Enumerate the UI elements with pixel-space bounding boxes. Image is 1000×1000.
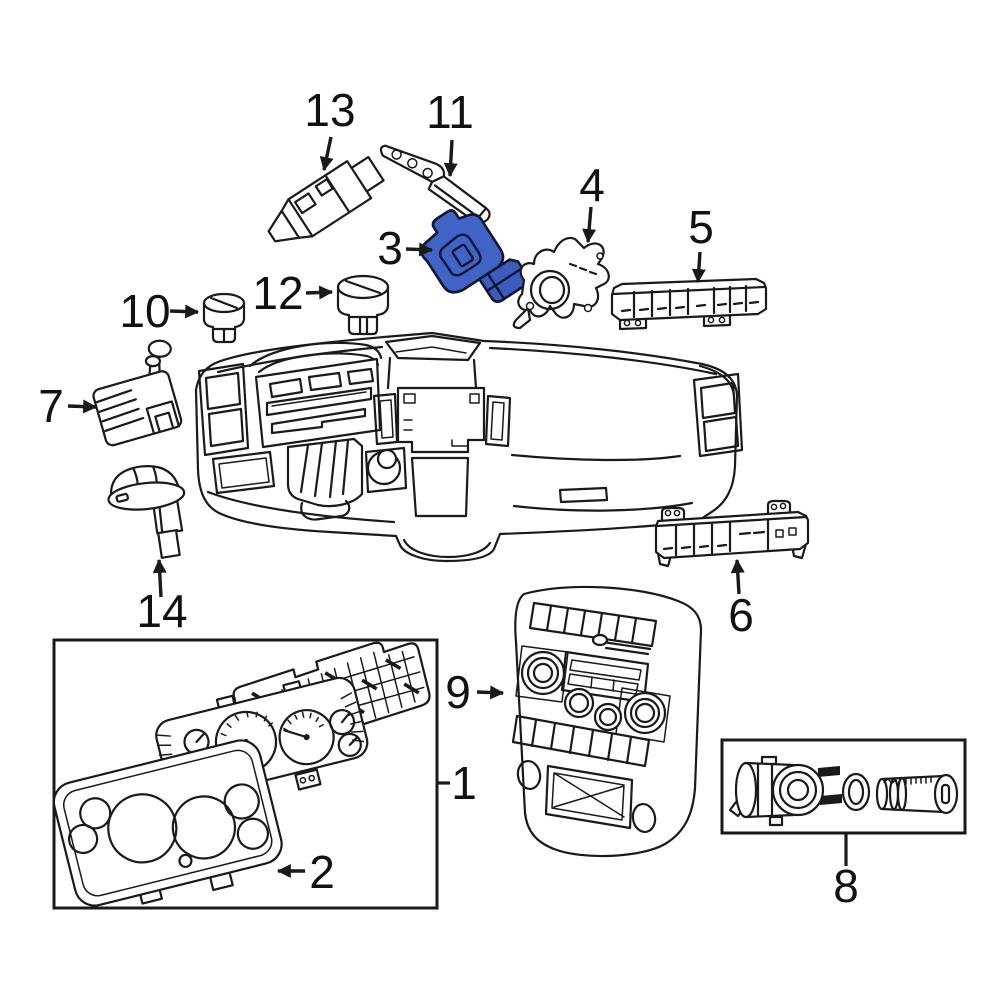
part-5-switch-rail[interactable] (610, 277, 768, 331)
callout-2-label[interactable]: 2 (309, 846, 335, 898)
ignition-o-ring[interactable] (841, 772, 871, 812)
callout-14[interactable]: 14 (136, 558, 188, 637)
callout-3[interactable]: 3 (377, 222, 434, 274)
callout-5-label[interactable]: 5 (688, 201, 714, 253)
callout-3-label[interactable]: 3 (377, 222, 403, 274)
cluster-lens-bezel[interactable] (50, 736, 289, 922)
callout-12-arrow (305, 285, 334, 300)
callout-13-label[interactable]: 13 (304, 84, 355, 136)
part-11-bracket[interactable] (370, 139, 500, 227)
callout-13[interactable]: 13 (304, 84, 356, 172)
callout-11-arrow (443, 139, 458, 178)
callout-8[interactable]: 8 (833, 834, 859, 912)
callout-10-arrow (169, 304, 200, 319)
callout-12[interactable]: 12 (252, 267, 334, 319)
group-box-1 (52, 638, 439, 910)
part-12-knob[interactable] (336, 274, 390, 336)
callout-10[interactable]: 10 (119, 285, 200, 337)
callout-5-arrow (691, 251, 706, 284)
callout-11[interactable]: 11 (426, 86, 474, 178)
ignition-lock-cylinder[interactable] (875, 773, 959, 815)
callout-1-label[interactable]: 1 (451, 757, 477, 809)
group-box-8 (720, 738, 967, 835)
callout-2[interactable]: 2 (276, 846, 335, 898)
callout-13-arrow (319, 136, 334, 172)
callout-10-label[interactable]: 10 (119, 285, 170, 337)
callout-9[interactable]: 9 (445, 666, 505, 718)
callout-8-label[interactable]: 8 (833, 860, 859, 912)
part-14-sensor[interactable] (105, 462, 190, 562)
callout-6-label[interactable]: 6 (728, 589, 754, 641)
callout-11-label[interactable]: 11 (426, 86, 474, 138)
part-13-switch[interactable] (260, 150, 388, 254)
part-3-sensor-highlighted[interactable] (410, 194, 531, 323)
callout-7-arrow (67, 399, 98, 414)
callout-14-arrow (152, 558, 167, 598)
part-7-switch[interactable] (83, 335, 195, 447)
callout-7-label[interactable]: 7 (38, 380, 64, 432)
callout-4-arrow (582, 206, 597, 244)
callout-5[interactable]: 5 (688, 201, 714, 284)
callout-7[interactable]: 7 (38, 380, 98, 432)
callout-4[interactable]: 4 (579, 159, 605, 244)
callout-4-label[interactable]: 4 (579, 159, 605, 211)
ignition-lock-housing[interactable] (728, 755, 842, 827)
callout-6-arrow (730, 558, 745, 595)
callout-6[interactable]: 6 (728, 558, 754, 641)
callout-1[interactable]: 1 (437, 757, 477, 809)
part-4-bracket[interactable] (512, 236, 610, 330)
dashboard-panel (194, 331, 744, 563)
callout-12-label[interactable]: 12 (252, 267, 303, 319)
part-9-center-bezel[interactable] (511, 585, 703, 858)
callout-9-arrow (476, 685, 505, 700)
part-10-knob[interactable] (202, 292, 246, 344)
part-6-switch-rail[interactable] (654, 499, 810, 568)
callout-14-label[interactable]: 14 (136, 585, 187, 637)
callout-3-arrow (405, 242, 434, 257)
callout-9-label[interactable]: 9 (445, 666, 471, 718)
